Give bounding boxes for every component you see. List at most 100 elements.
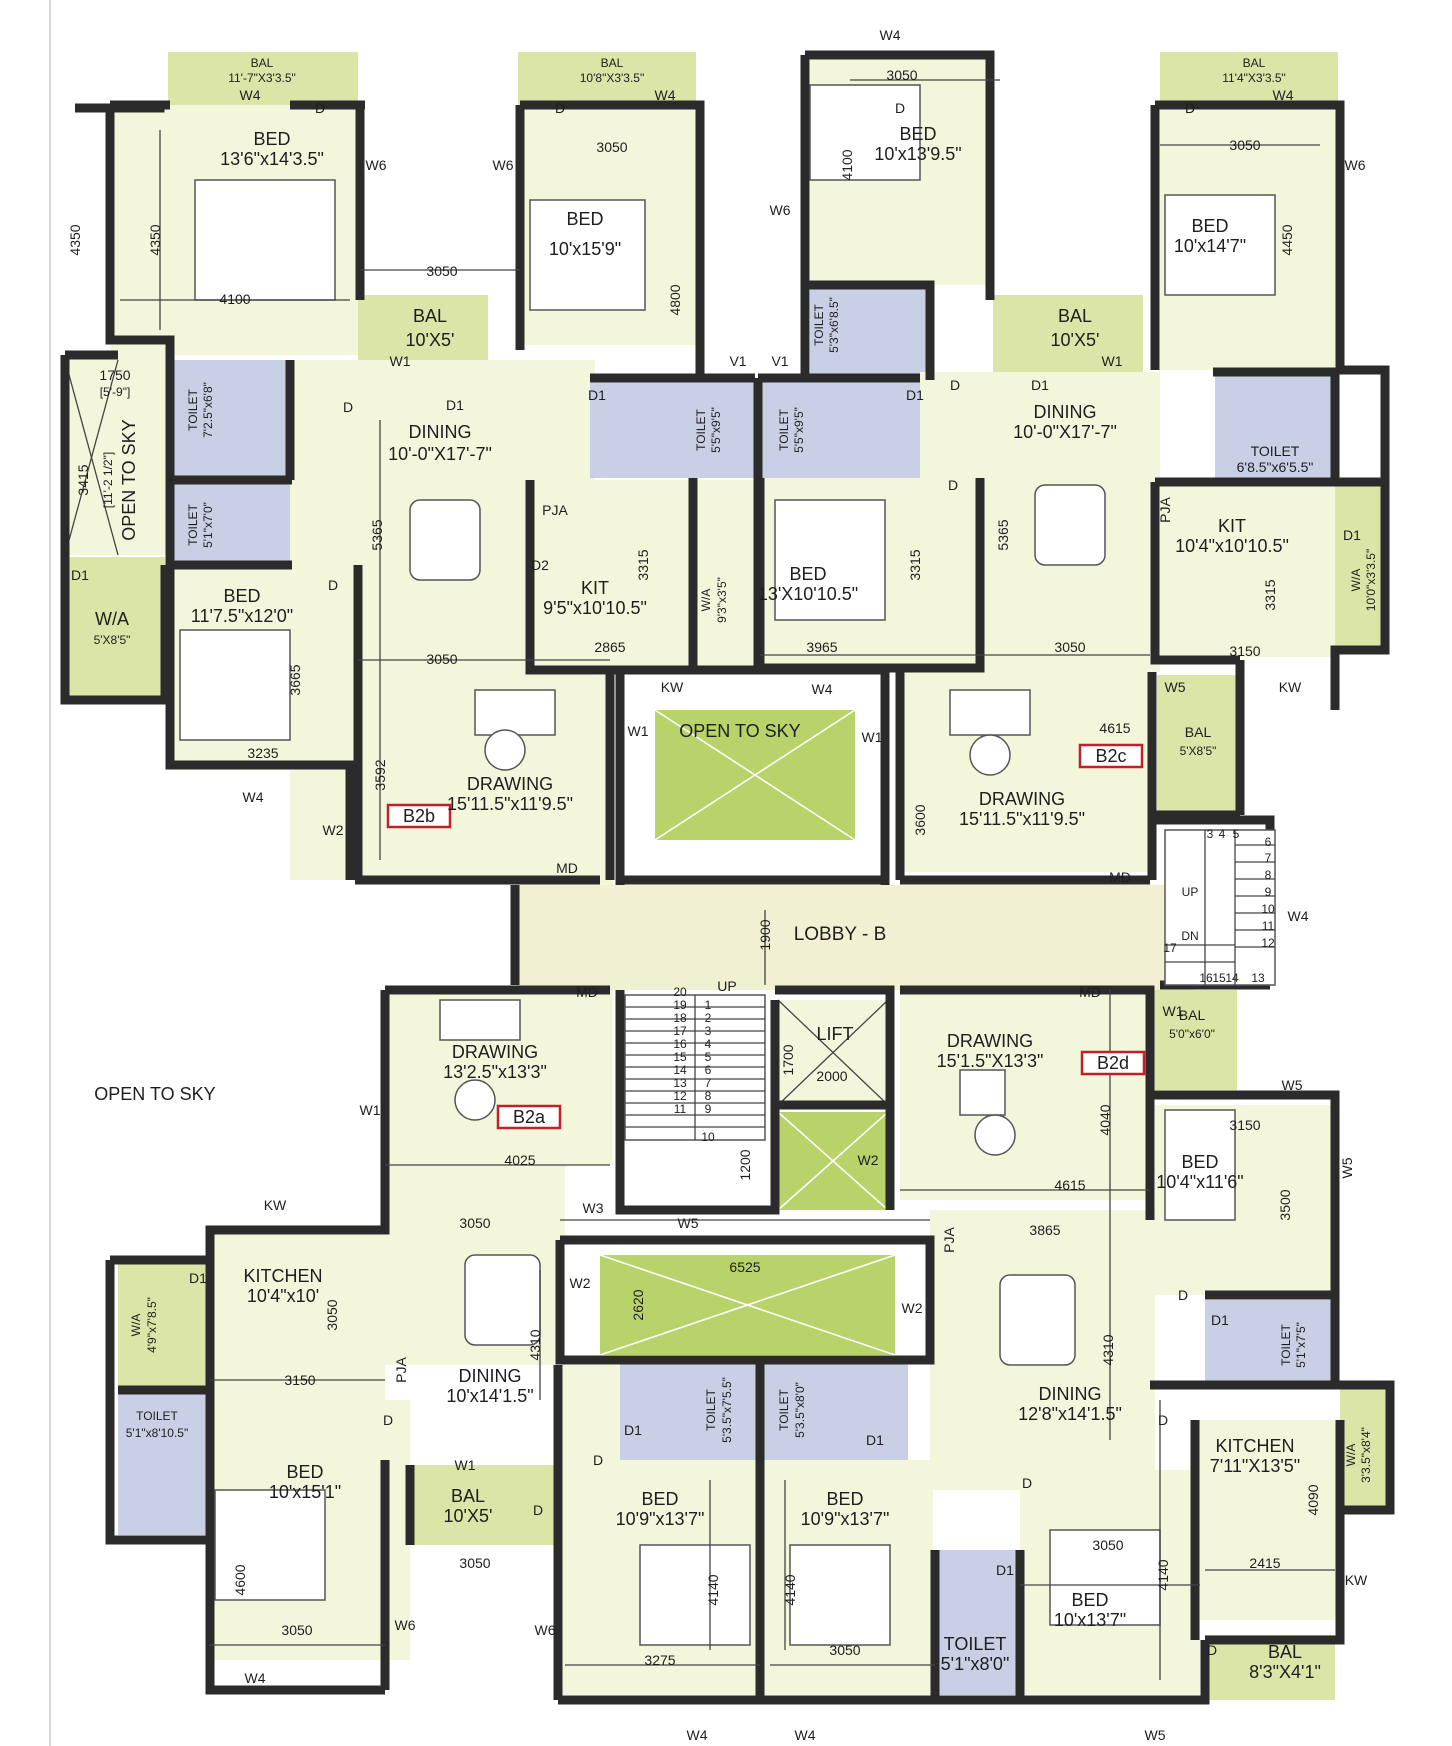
room-size: 5'5"x9'5" [792, 407, 806, 453]
room-name: KIT [581, 578, 609, 598]
b2a-wa-fill [118, 1260, 208, 1390]
coffee-table [969, 734, 1011, 776]
stair-step-number: 4 [705, 1037, 712, 1051]
room-name: DRAWING [979, 789, 1065, 809]
dim-label: 3050 [1229, 137, 1260, 153]
stair-step-number: 14 [673, 1063, 687, 1077]
door-label: D1 [1031, 377, 1049, 393]
door-labels: D D D D D D D D D1 D1 D1 D1 D1 D D D D D… [71, 100, 1361, 1658]
window-label: W2 [858, 1152, 879, 1168]
room-name: W/A [1349, 569, 1363, 592]
stair-step-number: 16 [673, 1037, 687, 1051]
room-name: TOILET [186, 388, 200, 430]
room-size: 11'7.5"x12'0" [191, 606, 293, 626]
open-to-sky-label: OPEN TO SKY [94, 1084, 215, 1104]
stair-step-number: 10 [1261, 902, 1275, 916]
b2d-drawing-fill [900, 990, 1148, 1200]
b2b-kit-fill [530, 480, 695, 670]
room-size: 10'X5' [1051, 330, 1100, 350]
window-label: W6 [1345, 157, 1366, 173]
dining-table [409, 499, 481, 581]
dim-label: 3050 [886, 67, 917, 83]
room-fills [65, 52, 1388, 1700]
dim-label: 3315 [907, 549, 923, 580]
dim-label: 3150 [284, 1372, 315, 1388]
room-name: DRAWING [467, 774, 553, 794]
room-name: BED [566, 209, 603, 229]
room-size: 4'9"x7'8.5" [145, 1297, 159, 1353]
room-size: 10'9"x13'7" [616, 1509, 705, 1529]
room-name: BED [1071, 1590, 1108, 1610]
dim-label: 3600 [912, 804, 928, 835]
door-label: D [343, 399, 353, 415]
stair-step-number: 3 [705, 1024, 712, 1038]
room-size: 10'x14'7" [1174, 236, 1246, 256]
bed-furniture [809, 84, 921, 181]
kitchen-window-label: KW [661, 679, 684, 695]
room-size: 5'1"x7'5" [1294, 1322, 1308, 1368]
main-door-label: MD [1109, 869, 1131, 885]
dim-label: 2620 [630, 1289, 646, 1320]
room-size: 10'4"x10'10.5" [1175, 536, 1289, 556]
b2c-toilet1-fill [810, 285, 930, 380]
dim-label: 2865 [594, 639, 625, 655]
opening-labels: W4 W4 W4 W4 W6 W6 W6 W6 W1 W1 V1 V1 D1 D… [240, 27, 1369, 1743]
window-label: W6 [535, 1622, 556, 1638]
b2b-wa2-fill [693, 480, 758, 670]
room-size: [11'-2 1/2"] [101, 452, 115, 508]
dim-label: 4310 [527, 1329, 543, 1360]
room-name: BAL [1243, 56, 1266, 70]
b2b-tag-box [386, 803, 452, 829]
room-name: TOILET [1251, 443, 1300, 459]
room-size: 5'5"x9'5" [709, 407, 723, 453]
room-size: 10'0"x3'3.5" [1364, 549, 1378, 611]
door-label: D [533, 1502, 543, 1518]
window-label: W6 [366, 157, 387, 173]
stair-step-number: 20 [673, 985, 687, 999]
room-name: BAL [251, 56, 274, 70]
room-name: W/A [699, 589, 713, 612]
b2d-toilet1-fill [1205, 1300, 1335, 1385]
bed-furniture [639, 1544, 751, 1646]
window-label: W6 [395, 1617, 416, 1633]
room-name: TOILET [777, 408, 791, 450]
dim-label: 4100 [839, 149, 855, 180]
stair-step-number: 3 [1207, 827, 1214, 841]
dim-label: 3150 [1229, 1117, 1260, 1133]
dim-label: 3050 [1054, 639, 1085, 655]
door-label: D [895, 100, 905, 116]
lift-label: LIFT [816, 1024, 853, 1044]
window-label: W5 [1282, 1077, 1303, 1093]
dim-label: 3315 [1262, 579, 1278, 610]
dim-label: 4025 [504, 1152, 535, 1168]
dim-label: 3050 [426, 263, 457, 279]
b2b-ots-fill [65, 355, 170, 555]
window-label: W4 [1288, 908, 1309, 924]
stair-up-label: UP [1182, 885, 1199, 899]
dim-label: 1700 [780, 1044, 796, 1075]
sofa [439, 999, 521, 1041]
b2d-kitchen-fill [1195, 1420, 1340, 1620]
chair [959, 1069, 1006, 1116]
window-label: W1 [455, 1457, 476, 1473]
b2b-toilet3-fill [590, 378, 755, 478]
room-name: TOILET [1279, 1323, 1293, 1365]
room-size: 10'x15'1" [269, 1482, 341, 1502]
unit-tag-b2a: B2a [513, 1107, 546, 1127]
b2c-toilet2-fill [760, 378, 920, 478]
stairs-main [624, 994, 766, 1141]
dim-label: 4040 [1097, 1104, 1113, 1135]
lobby-label: LOBBY - B [794, 924, 887, 945]
stair-step-number: 10 [701, 1130, 715, 1144]
door-label: D [1207, 1642, 1217, 1658]
dim-label: 3315 [635, 549, 651, 580]
bed-furniture [194, 179, 336, 301]
room-size: 7'11"X13'5" [1210, 1456, 1300, 1476]
window-label: W6 [770, 202, 791, 218]
b2a-kitchen-fill [210, 1225, 385, 1400]
stair-step-number: 8 [705, 1089, 712, 1103]
window-label: W4 [812, 681, 833, 697]
window-label: W5 [678, 1215, 699, 1231]
bed-furniture [1164, 1109, 1236, 1221]
b2b-bal1-fill [168, 52, 358, 107]
